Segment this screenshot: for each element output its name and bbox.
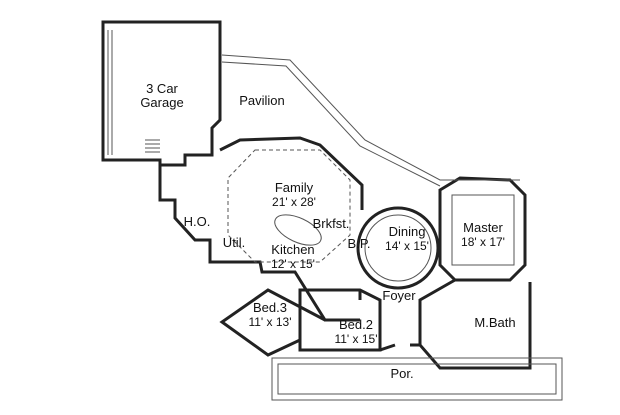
kitchen-size: 12' x 15' — [271, 256, 315, 271]
family-size: 21' x 28' — [272, 194, 316, 209]
dining-size: 14' x 15' — [385, 238, 429, 253]
master-name: Master — [463, 220, 503, 235]
bed3-name: Bed.3 — [253, 300, 287, 315]
bed2-walls — [298, 288, 382, 352]
bed3-walls — [219, 288, 326, 357]
west-wing-walls — [158, 165, 360, 322]
family-name: Family — [274, 180, 314, 195]
garage-name-2: Garage — [140, 94, 184, 110]
foyer-walls — [358, 290, 420, 352]
master-bath-walls — [418, 278, 532, 370]
garage-walls — [101, 20, 222, 167]
foyer-label: Foyer — [382, 288, 416, 303]
garage-name-1: 3 Car — [146, 81, 178, 96]
brkfst-label: Brkfst. — [312, 216, 350, 231]
kitchen-name: Kitchen — [271, 242, 315, 257]
pavilion-label: Pavilion — [239, 93, 285, 108]
bed2-name: Bed.2 — [339, 317, 373, 332]
util-label: Util. — [222, 235, 246, 250]
bp-label: B.P. — [347, 236, 371, 251]
bed2-size: 11' x 15' — [334, 331, 378, 346]
kitchen-island — [274, 214, 322, 246]
porch-label: Por. — [390, 366, 414, 381]
pavilion-outline-inner — [221, 61, 441, 187]
bed3-size: 11' x 13' — [248, 314, 292, 329]
dining-name: Dining — [388, 224, 426, 239]
family-walls — [219, 136, 364, 210]
family-octagon — [227, 149, 351, 263]
pavilion-outline — [221, 54, 520, 181]
garage-stairs — [145, 139, 160, 153]
dining-walls — [356, 206, 440, 290]
porch-inner — [277, 363, 557, 395]
master-walls — [438, 176, 527, 282]
master-size: 18' x 17' — [461, 234, 505, 249]
dining-inner — [364, 214, 432, 282]
mbath-label: M.Bath — [474, 315, 516, 330]
porch-outline — [271, 357, 563, 401]
master-inner — [451, 194, 515, 266]
ho-label: H.O. — [183, 214, 211, 229]
garage-door-lines — [107, 30, 113, 155]
